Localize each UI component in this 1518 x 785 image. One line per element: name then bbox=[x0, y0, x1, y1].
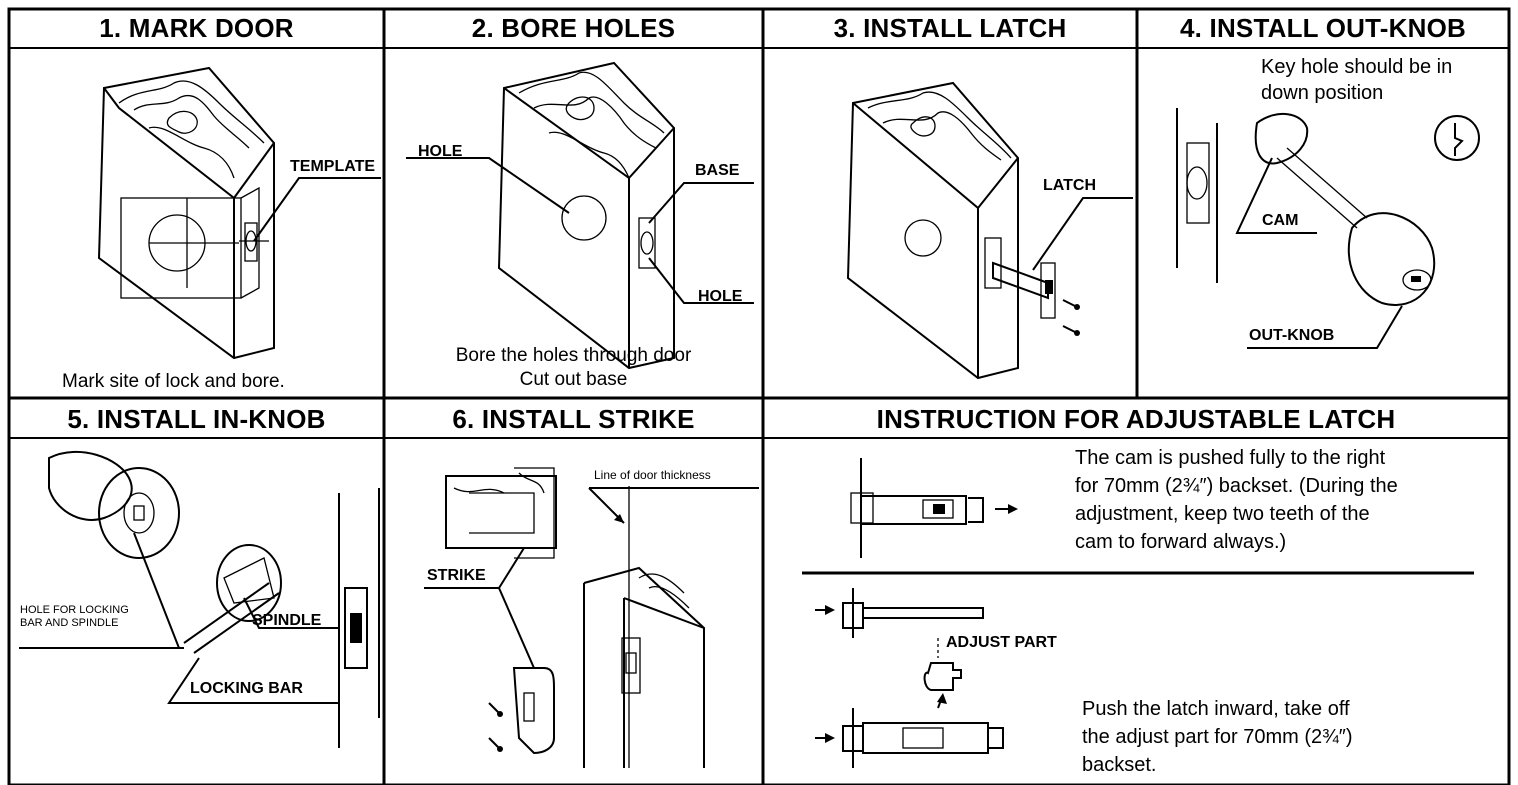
panel-3-title: 3. INSTALL LATCH bbox=[833, 13, 1067, 43]
bore-holes-illustration bbox=[406, 61, 754, 370]
install-inknob-illustration bbox=[19, 450, 380, 748]
hole-callout-top: HOLE bbox=[418, 143, 463, 160]
spindle-callout: SPINDLE bbox=[252, 612, 322, 629]
panel-6-title: 6. INSTALL STRIKE bbox=[452, 404, 695, 434]
panel-2-caption-line-2: Cut out base bbox=[519, 369, 628, 390]
strike-callout: STRIKE bbox=[427, 567, 486, 584]
latch-callout: LATCH bbox=[1043, 177, 1097, 194]
adjust-note-bottom-line-2: the adjust part for 70mm (2¾″) bbox=[1082, 726, 1353, 748]
door-thickness-note: Line of door thickness bbox=[594, 468, 711, 482]
adjust-note-top-line-3: adjustment, keep two teeth of the bbox=[1075, 503, 1370, 525]
cam-callout: CAM bbox=[1262, 212, 1299, 229]
hole-callout-side: HOLE bbox=[698, 288, 743, 305]
adjust-note-bottom-line-1: Push the latch inward, take off bbox=[1082, 698, 1350, 720]
outknob-callout: OUT-KNOB bbox=[1249, 327, 1335, 344]
adjust-note-top-line-4: cam to forward always.) bbox=[1075, 531, 1287, 553]
hole-note-line-1: HOLE FOR LOCKING bbox=[20, 604, 129, 616]
install-latch-illustration bbox=[846, 81, 1133, 380]
panel-7-title: INSTRUCTION FOR ADJUSTABLE LATCH bbox=[876, 404, 1396, 434]
panel-1-title: 1. MARK DOOR bbox=[99, 13, 294, 43]
locking-bar-callout: LOCKING BAR bbox=[190, 680, 303, 697]
template-callout: TEMPLATE bbox=[290, 158, 376, 175]
install-outknob-illustration bbox=[1176, 108, 1480, 349]
keyhole-note-line-1: Key hole should be in bbox=[1261, 56, 1453, 78]
panel-2-title: 2. BORE HOLES bbox=[471, 13, 676, 43]
panel-2-caption-line-1: Bore the holes through door bbox=[455, 345, 692, 366]
adjust-note-top-line-1: The cam is pushed fully to the right bbox=[1075, 447, 1386, 469]
adjust-part-callout: ADJUST PART bbox=[946, 634, 1057, 651]
adjust-note-bottom-line-3: backset. bbox=[1082, 754, 1157, 776]
keyhole-note-line-2: down position bbox=[1261, 82, 1384, 104]
panel-1-caption: Mark site of lock and bore. bbox=[62, 371, 285, 392]
mark-door-illustration bbox=[97, 66, 381, 360]
panel-4-title: 4. INSTALL OUT-KNOB bbox=[1180, 13, 1466, 43]
adjustable-latch-illustration bbox=[815, 458, 1018, 768]
adjust-note-top-line-2: for 70mm (2¾″) backset. (During the bbox=[1075, 475, 1398, 497]
base-callout: BASE bbox=[695, 162, 740, 179]
hole-note-line-2: BAR AND SPINDLE bbox=[20, 617, 119, 629]
panel-5-title: 5. INSTALL IN-KNOB bbox=[67, 404, 326, 434]
install-strike-illustration bbox=[424, 467, 759, 768]
